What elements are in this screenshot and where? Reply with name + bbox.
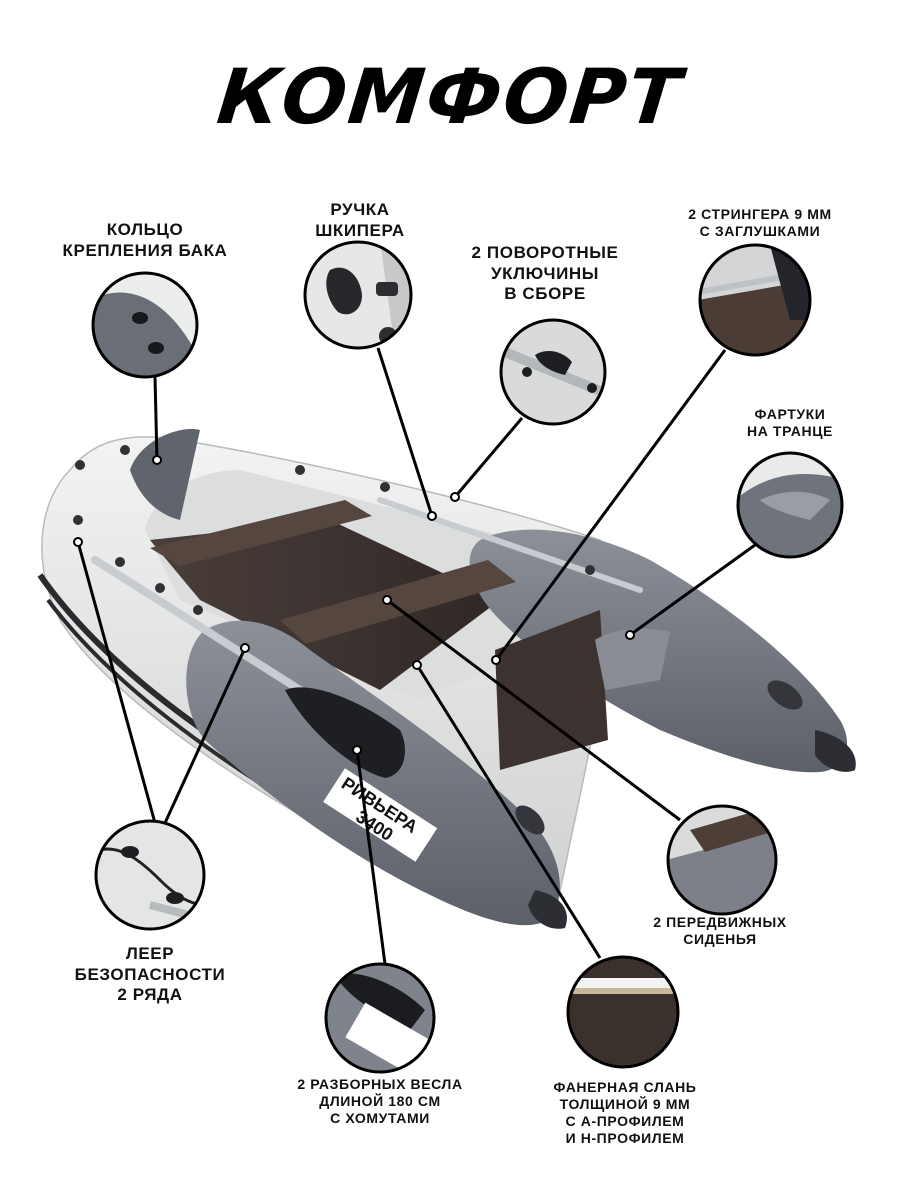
tube-cone (528, 890, 567, 929)
callout-lines (76, 347, 756, 965)
tube-handle (767, 680, 803, 710)
callout-dots (73, 455, 635, 755)
detail-oars (324, 962, 436, 1074)
oar-shaft (377, 497, 643, 593)
bow-seat (150, 500, 372, 566)
transom-apron (595, 628, 670, 690)
boat: РИВЬЕРА 3400 (37, 429, 856, 929)
oar-blade (285, 687, 405, 778)
detail-sliding-seats (666, 804, 778, 916)
oar-shaft (91, 556, 304, 694)
detail-safety-rope (94, 819, 206, 931)
tube-cone (815, 730, 856, 772)
bow-panel (130, 429, 200, 520)
detail-fuel-tank-ring (91, 271, 199, 379)
floor-board (150, 520, 500, 690)
detail-plywood-floor (566, 955, 680, 1069)
detail-stringers (698, 243, 812, 357)
detail-transom-aprons (736, 451, 844, 559)
middle-seat (280, 560, 516, 644)
transom (495, 610, 608, 770)
detail-skipper-handle (303, 240, 413, 350)
tube-handle (515, 805, 545, 835)
detail-oarlocks (499, 318, 607, 426)
safety-rope (73, 445, 595, 615)
